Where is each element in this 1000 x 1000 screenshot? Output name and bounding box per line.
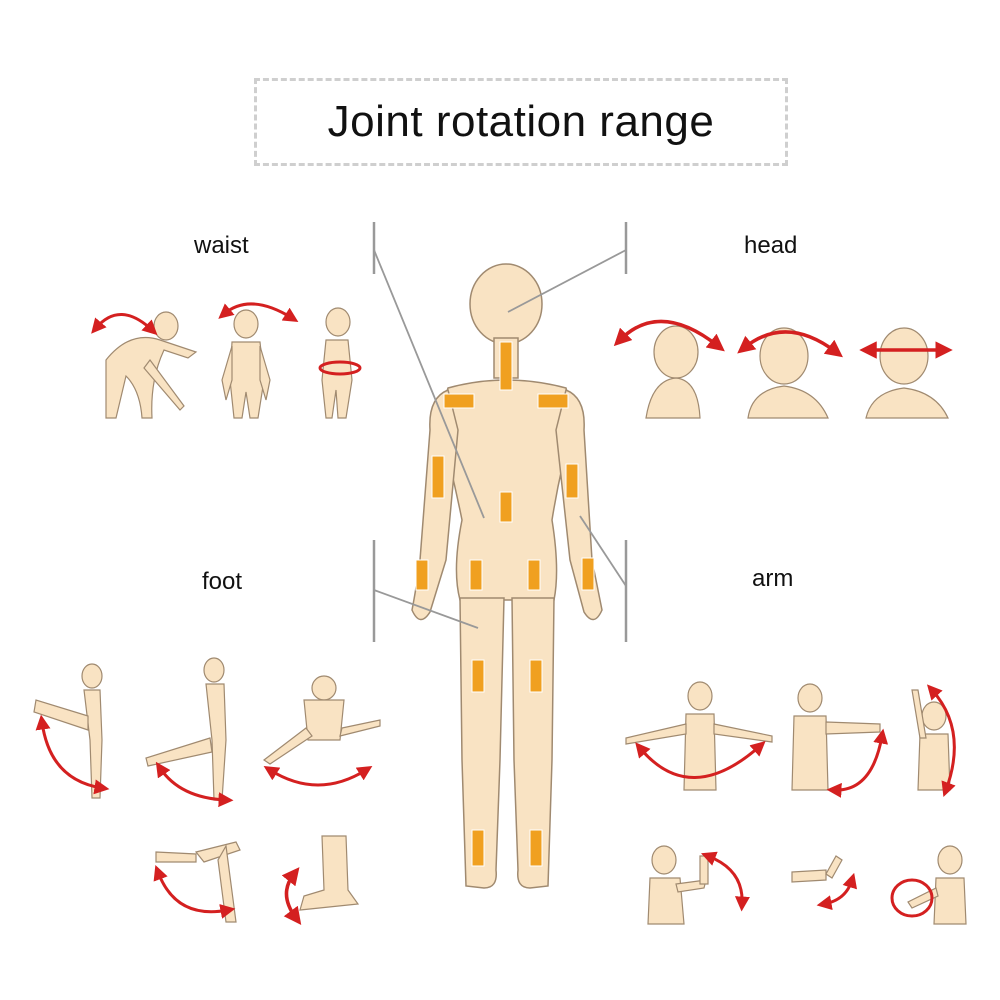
foot-ankle-figure xyxy=(299,835,360,911)
label-head: head xyxy=(744,232,798,259)
arm-illustrations xyxy=(625,681,967,925)
waist-side-figure xyxy=(221,309,271,419)
waist-twist-figure xyxy=(321,307,353,419)
joint-left-upper-arm xyxy=(431,455,445,499)
joint-left-hip xyxy=(469,559,483,591)
figure-head xyxy=(469,263,543,345)
joint-left-wrist xyxy=(415,559,429,591)
joint-left-ankle xyxy=(471,829,485,867)
arm-rotate-figure xyxy=(907,845,967,925)
joint-waist xyxy=(499,491,513,523)
label-waist: waist xyxy=(194,232,249,259)
joint-neck xyxy=(499,341,513,391)
head-illustrations xyxy=(613,319,953,419)
joint-right-upper-arm xyxy=(565,463,579,499)
head-tilt-figure xyxy=(645,325,701,419)
foot-side-kick-figure xyxy=(145,657,227,801)
figure-left-leg xyxy=(459,597,505,889)
foot-illustrations xyxy=(33,657,381,926)
title-box: Joint rotation range xyxy=(254,78,788,166)
page-title: Joint rotation range xyxy=(327,97,715,146)
figure-torso xyxy=(437,379,575,601)
joint-left-knee xyxy=(471,659,485,693)
joint-right-ankle xyxy=(529,829,543,867)
joint-left-shoulder xyxy=(443,393,475,409)
joint-right-hip xyxy=(527,559,541,591)
joint-right-wrist xyxy=(581,557,595,591)
joint-markers xyxy=(415,341,595,867)
waist-illustrations xyxy=(91,302,362,419)
arm-forward-figure xyxy=(647,845,709,925)
head-nod-figure xyxy=(747,327,829,419)
head-turn-figure xyxy=(865,327,949,419)
joint-right-knee xyxy=(529,659,543,693)
joint-right-shoulder xyxy=(537,393,569,409)
label-arm: arm xyxy=(752,565,794,592)
figure-right-arm xyxy=(555,388,603,621)
leader-lines xyxy=(372,222,628,642)
central-figure xyxy=(411,263,603,889)
arm-spread-figure xyxy=(625,681,773,791)
foot-split-figure xyxy=(262,675,381,765)
figure-right-leg xyxy=(511,597,555,889)
label-foot: foot xyxy=(202,568,243,595)
arm-elbow-figure xyxy=(791,855,843,883)
